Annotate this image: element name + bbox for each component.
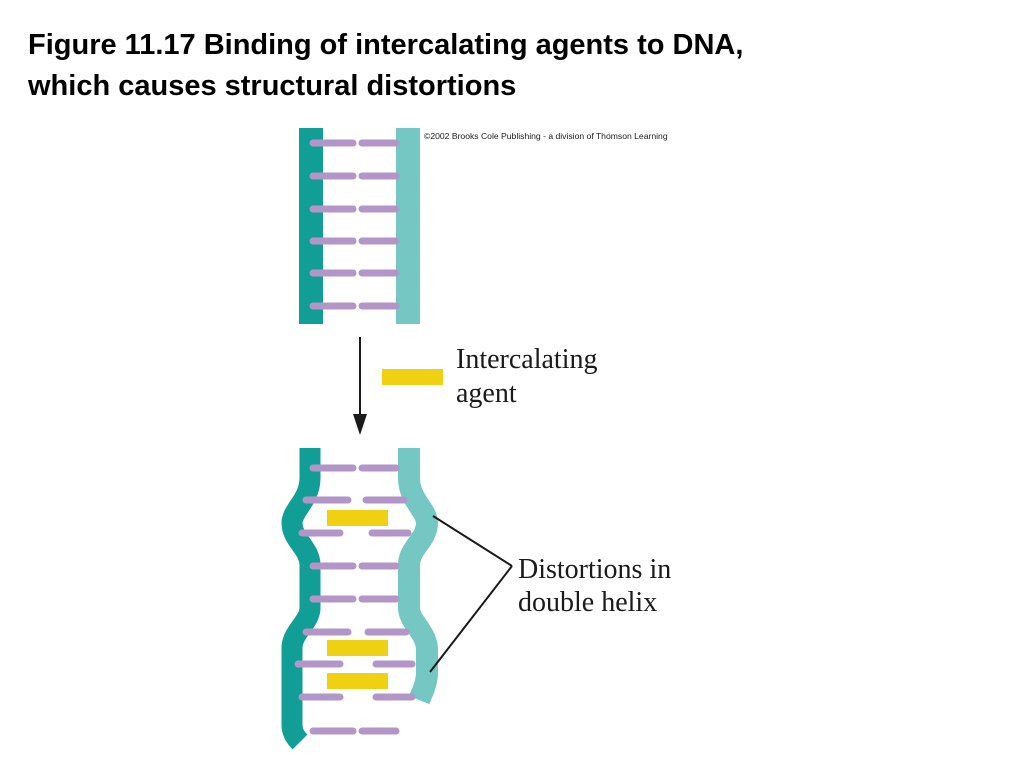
left-strand — [281, 448, 321, 750]
slide-title: Figure 11.17 Binding of intercalating ag… — [28, 25, 988, 107]
legend-label-line-1: Intercalating — [456, 344, 597, 375]
right-strand — [398, 448, 439, 705]
callout-lines — [429, 515, 513, 673]
down-arrow-icon — [353, 337, 367, 435]
intercalating-agent — [327, 510, 388, 526]
intercalating-agent — [327, 640, 388, 656]
copyright-notice: ©2002 Brooks Cole Publishing - a divisio… — [424, 131, 668, 141]
callout-label-line-2: double helix — [518, 587, 657, 618]
title-line-2: which causes structural distortions — [28, 70, 517, 102]
base-pairs — [294, 464, 416, 735]
normal-dna — [299, 128, 420, 324]
intercalators — [327, 510, 388, 689]
base-pairs — [309, 139, 400, 310]
callout-label-line-1: Distortions in — [518, 554, 671, 585]
distorted-dna — [281, 448, 439, 750]
intercalating-agent-swatch — [382, 369, 443, 385]
intercalating-agent — [327, 673, 388, 689]
legend-label-line-2: agent — [456, 378, 517, 409]
left-strand — [299, 128, 323, 324]
title-line-1: Figure 11.17 Binding of intercalating ag… — [28, 29, 744, 61]
right-strand — [396, 128, 420, 324]
